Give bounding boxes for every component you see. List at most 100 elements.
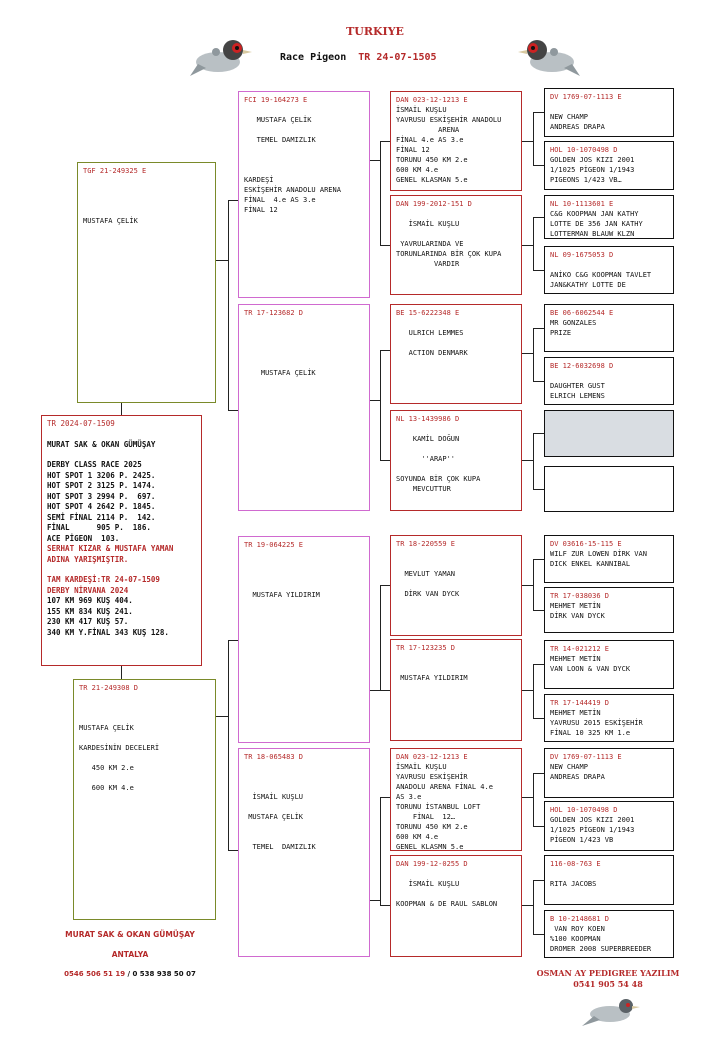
connector-line: [522, 797, 533, 798]
connector-line: [533, 217, 544, 218]
connector-line: [228, 410, 238, 411]
connector-line: [380, 905, 390, 906]
connector-line: [380, 460, 390, 461]
connector-line: [380, 245, 390, 246]
ring-number: BE 15-6222348 E: [396, 309, 460, 317]
connector-line: [533, 328, 534, 382]
subject-note: SERHAT KIZAR & MUSTAFA YAMAN ADINA YARIŞ…: [47, 544, 178, 564]
ring-number: TR 14-021212 E: [550, 645, 610, 653]
pigeon-info: MEHMET METİN VAN LOON & VAN DYCK: [550, 655, 631, 673]
connector-line: [522, 690, 533, 691]
ring-number: DV 1769-07-1113 E: [550, 93, 622, 101]
gen4-box-8: [544, 466, 674, 512]
connector-line: [533, 112, 544, 113]
grandparent-box-4: TR 18-065483 D İSMAİL KUŞLU MUSTAFA ÇELİ…: [238, 748, 370, 957]
pigeon-info: MUSTAFA ÇELİK KARDESİNİN DECELERİ 450 KM…: [79, 724, 160, 792]
pigeon-info: MUSTAFA ÇELİK: [260, 369, 316, 377]
connector-line: [533, 112, 534, 166]
connector-line: [533, 826, 544, 827]
connector-line: [121, 666, 122, 679]
connector-line: [370, 900, 380, 901]
race-ring: TR 24-07-1505: [358, 52, 437, 63]
country-title: TURKIYE: [346, 25, 404, 38]
pigeon-info: ANİKO C&G KOOPMAN TAVLET JAN&KATHY LOTTE…: [550, 271, 652, 289]
sibling-title: TAM KARDEŞİ:TR 24-07-1509 DERBY NİRVANA …: [47, 575, 160, 595]
ring-number: NL 09-1675053 D: [550, 251, 614, 259]
connector-line: [533, 217, 534, 271]
great-grandparent-box-3: BE 15-6222348 E ULRICH LEMMES ACTION DEN…: [390, 304, 522, 404]
pigeon-head-left-icon: [188, 30, 254, 80]
ring-number: DV 1769-07-1113 E: [550, 753, 622, 761]
connector-line: [533, 773, 544, 774]
ring-number: TR 2024-07-1509: [47, 419, 115, 428]
pigeon-info: C&G KOOPMAN JAN KATHY LOTTE DE 356 JAN K…: [550, 210, 643, 238]
pigeon-info: DAUGHTER GUST ELRICH LEMENS: [550, 382, 605, 400]
maker-phone: 0541 905 54 48: [573, 979, 643, 989]
connector-line: [370, 400, 380, 401]
connector-line: [380, 141, 381, 246]
pigeon-info: İSMAİL KUŞLU YAVRULARINDA VE TORUNLARIND…: [396, 220, 502, 268]
ring-number: TGF 21-249325 E: [83, 167, 147, 175]
phone-separator: /: [125, 970, 133, 978]
connector-line: [533, 433, 534, 490]
great-grandparent-box-8: DAN 199-12-0255 D İSMAİL KUŞLU KOOPMAN &…: [390, 855, 522, 957]
ring-number: BE 06-6062544 E: [550, 309, 614, 317]
sibling-results: 107 KM 969 KUŞ 404. 155 KM 834 KUŞ 241. …: [47, 596, 169, 637]
connector-line: [533, 559, 534, 611]
footer-owner: MURAT SAK & OKAN GÜMÜŞAY: [65, 930, 195, 939]
gen4-box-7: [544, 410, 674, 457]
footer-city: ANTALYA: [111, 950, 149, 959]
connector-line: [228, 640, 229, 851]
ring-number: TR 19-064225 E: [244, 541, 304, 549]
gen4-box-4: NL 09-1675053 D ANİKO C&G KOOPMAN TAVLET…: [544, 246, 674, 294]
pigeon-info: MEHMET METİN DİRK VAN DYCK: [550, 602, 605, 620]
pigeon-info: MEHMET METİN YAVRUSU 2015 ESKİŞEHİR FİNA…: [550, 709, 643, 737]
connector-line: [380, 690, 390, 691]
pigeon-info: RITA JACOBS: [550, 880, 597, 888]
great-grandparent-box-2: DAN 199-2012-151 D İSMAİL KUŞLU YAVRULAR…: [390, 195, 522, 295]
ring-number: 116-08-763 E: [550, 860, 601, 868]
pigeon-info: MUSTAFA YILDIRIM: [400, 674, 468, 682]
connector-line: [522, 585, 533, 586]
connector-line: [522, 353, 533, 354]
connector-line: [522, 245, 533, 246]
connector-line: [533, 381, 544, 382]
connector-line: [380, 585, 390, 586]
connector-line: [533, 433, 544, 434]
ring-number: BE 12-6032698 D: [550, 362, 614, 370]
pigeon-logo-icon: [580, 990, 642, 1030]
ring-number: TR 17-123682 D: [244, 309, 304, 317]
great-grandparent-box-5: TR 18-220559 E MEVLUT YAMAN DİRK VAN DYC…: [390, 535, 522, 636]
footer-phones: 0546 506 51 19 / 0 538 938 50 07: [40, 970, 220, 978]
connector-line: [121, 403, 122, 415]
ring-number: TR 18-065483 D: [244, 753, 304, 761]
pigeon-info: İSMAİL KUŞLU MUSTAFA ÇELİK TEMEL DAMIZLI…: [248, 793, 316, 851]
ring-number: DAN 023-12-1213 E: [396, 753, 468, 761]
pigeon-info: İSMAİL KUŞLU KOOPMAN & DE RAUL SABLON: [396, 880, 498, 908]
grandparent-box-3: TR 19-064225 E MUSTAFA YILDIRIM: [238, 536, 370, 743]
pigeon-info: MEVLUT YAMAN DİRK VAN DYCK: [404, 570, 460, 598]
connector-line: [228, 640, 238, 641]
connector-line: [380, 585, 381, 691]
pigeon-info: İSMAİL KUŞLU YAVRUSU ESKİŞEHİR ANADOLU A…: [396, 106, 502, 184]
subject-results: DERBY CLASS RACE 2025 HOT SPOT 1 3206 P.…: [47, 460, 156, 543]
gen4-box-15: 116-08-763 E RITA JACOBS: [544, 855, 674, 905]
connector-line: [228, 200, 238, 201]
great-grandparent-box-6: TR 17-123235 D MUSTAFA YILDIRIM: [390, 639, 522, 741]
connector-line: [380, 797, 381, 906]
ring-number: FCI 19-164273 E: [244, 96, 308, 104]
connector-line: [533, 328, 544, 329]
grandparent-box-2: TR 17-123682 D MUSTAFA ÇELİK: [238, 304, 370, 511]
pigeon-info: WILF ZUR LOWEN DİRK VAN DICK ENKEL KANNI…: [550, 550, 647, 568]
gen4-box-1: DV 1769-07-1113 E NEW CHAMP ANDREAS DRAP…: [544, 88, 674, 137]
pigeon-head-right-icon: [516, 30, 582, 80]
gen4-box-6: BE 12-6032698 D DAUGHTER GUST ELRICH LEM…: [544, 357, 674, 405]
